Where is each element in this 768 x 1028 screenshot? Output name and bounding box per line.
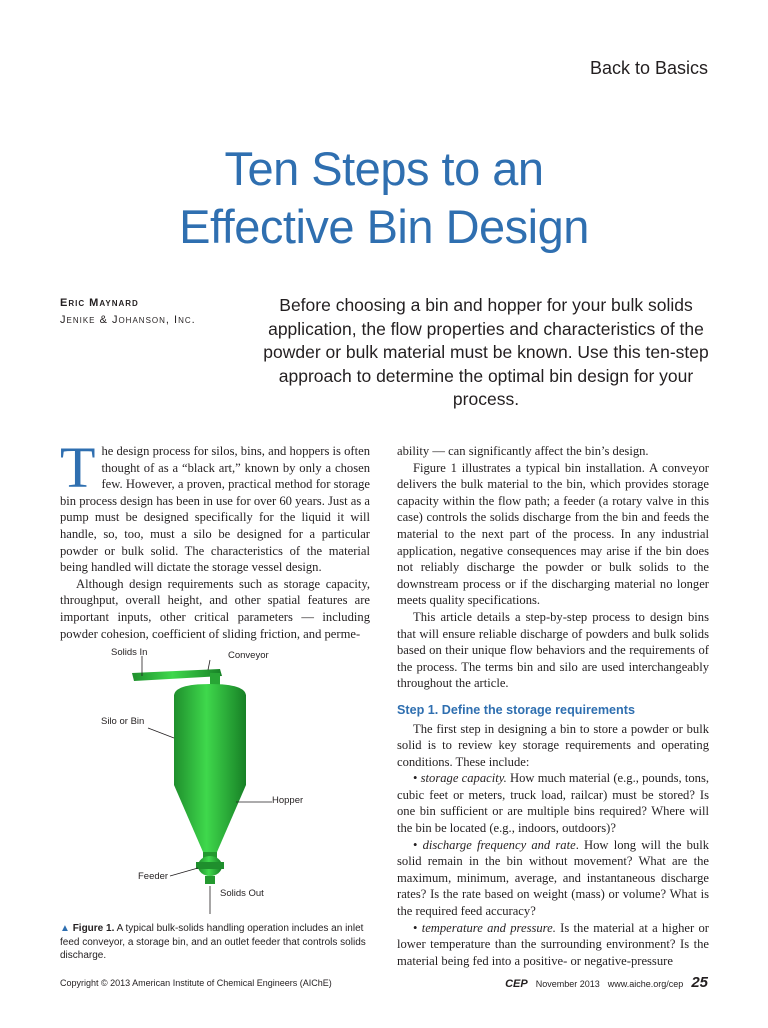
bin-diagram	[132, 656, 272, 914]
hopper-shape	[174, 785, 246, 852]
bullet-text: Is the material at a higher or lower tem…	[397, 920, 709, 968]
bullet-item: • storage capacity. How much material (e…	[397, 771, 710, 836]
body-paragraph: ability — can significantly affect the b…	[397, 444, 649, 458]
label-silo: Silo or Bin	[101, 716, 145, 727]
conveyor-shape	[132, 669, 222, 681]
article-deck: Before choosing a bin and hopper for you…	[263, 295, 709, 409]
bullet-text: How much material (e.g., pounds, tons, c…	[397, 771, 710, 836]
bin-roof-shape	[174, 684, 246, 696]
feeder-neck-shape	[203, 852, 217, 858]
body-paragraph: This article details a step-by-step proc…	[397, 609, 709, 691]
label-solids-out: Solids Out	[220, 888, 264, 899]
caption-text: A typical bulk-solids handling operation…	[60, 923, 366, 961]
bullet-term: storage capacity.	[420, 771, 507, 786]
author-block: Eric Maynard Jenike & Johanson, Inc.	[60, 295, 196, 329]
step-1-heading: Step 1. Define the storage requirements	[397, 702, 635, 717]
article-title: Ten Steps to an Effective Bin Design	[0, 140, 768, 256]
body-paragraph: Although design requirements such as sto…	[60, 576, 370, 641]
triangle-icon: ▲	[60, 923, 70, 934]
copyright-notice: Copyright © 2013 American Institute of C…	[60, 978, 332, 988]
bullet-term: discharge frequency and rate	[422, 837, 576, 852]
journal-url[interactable]: www.aiche.org/cep	[607, 979, 684, 989]
page-number: 25	[691, 974, 708, 991]
title-line-1: Ten Steps to an	[224, 142, 544, 195]
label-hopper: Hopper	[272, 795, 304, 806]
bullet-item: • discharge frequency and rate. How long…	[397, 837, 709, 919]
label-solids-in: Solids In	[111, 647, 148, 658]
body-paragraph: The first step in designing a bin to sto…	[397, 721, 709, 769]
bin-body-shape	[174, 695, 246, 785]
page-footer: CEP November 2013 www.aiche.org/cep 25	[505, 974, 708, 991]
issue-date: November 2013	[535, 979, 600, 989]
journal-name: CEP	[505, 978, 528, 990]
feeder-leader	[169, 867, 199, 877]
label-feeder: Feeder	[138, 871, 169, 882]
silo-leader	[147, 727, 175, 739]
paragraph-text: he design process for silos, bins, and h…	[60, 444, 370, 575]
author-affiliation: Jenike & Johanson, Inc.	[60, 314, 196, 326]
body-paragraph: Figure 1 illustrates a typical bin insta…	[397, 460, 709, 608]
bullet-term: temperature and pressure.	[421, 920, 556, 935]
conveyor-drop-shape	[210, 673, 220, 687]
figure-caption: ▲ Figure 1. A typical bulk-solids handli…	[60, 922, 370, 963]
feeder-flange-shape	[196, 862, 224, 869]
bullet-text: . How long will the bulk solid remain in…	[397, 837, 709, 919]
body-column-right: ability — can significantly affect the b…	[397, 443, 709, 969]
bullet-item: • temperature and pressure. Is the mater…	[397, 920, 709, 968]
conveyor-leader	[207, 659, 211, 671]
label-conveyor: Conveyor	[228, 650, 269, 661]
title-line-2: Effective Bin Design	[179, 200, 589, 253]
section-label: Back to Basics	[589, 58, 708, 78]
author-name: Eric Maynard	[60, 297, 139, 309]
caption-label: Figure 1.	[72, 923, 115, 934]
figure-1: Solids In Conveyor Silo or Bin Hopper Fe…	[60, 640, 372, 920]
drop-cap: T	[60, 435, 96, 500]
feeder-outlet-shape	[205, 876, 215, 884]
